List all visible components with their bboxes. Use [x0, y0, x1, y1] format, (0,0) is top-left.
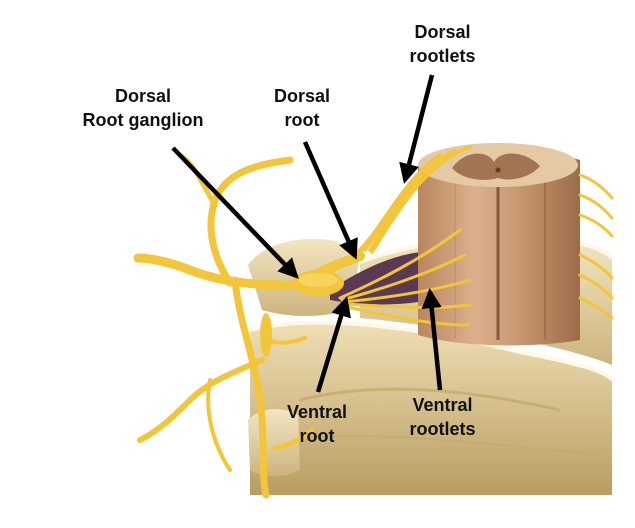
arrow-ventral-rootlets	[421, 287, 443, 391]
dorsal-rootlets-fibers	[353, 145, 614, 257]
label-dorsal-root: Dorsal root	[273, 86, 331, 130]
arrow-ventral-root	[315, 296, 351, 393]
arrow-dorsal-rootlets	[399, 74, 435, 184]
label-dorsal-root-ganglion: Dorsal Root ganglion	[82, 86, 204, 130]
arrow-dorsal-root	[302, 141, 358, 260]
arrow-dorsal-root-ganglion	[171, 146, 299, 279]
label-ventral-root: Ventral root	[286, 402, 348, 446]
label-dorsal-rootlets: Dorsal rootlets	[409, 22, 476, 66]
label-ventral-rootlets: Ventral rootlets	[409, 395, 476, 439]
pointer-arrows	[171, 74, 443, 393]
ventral-rootlets-fibers	[338, 228, 614, 327]
spinal-nerve	[133, 152, 315, 499]
